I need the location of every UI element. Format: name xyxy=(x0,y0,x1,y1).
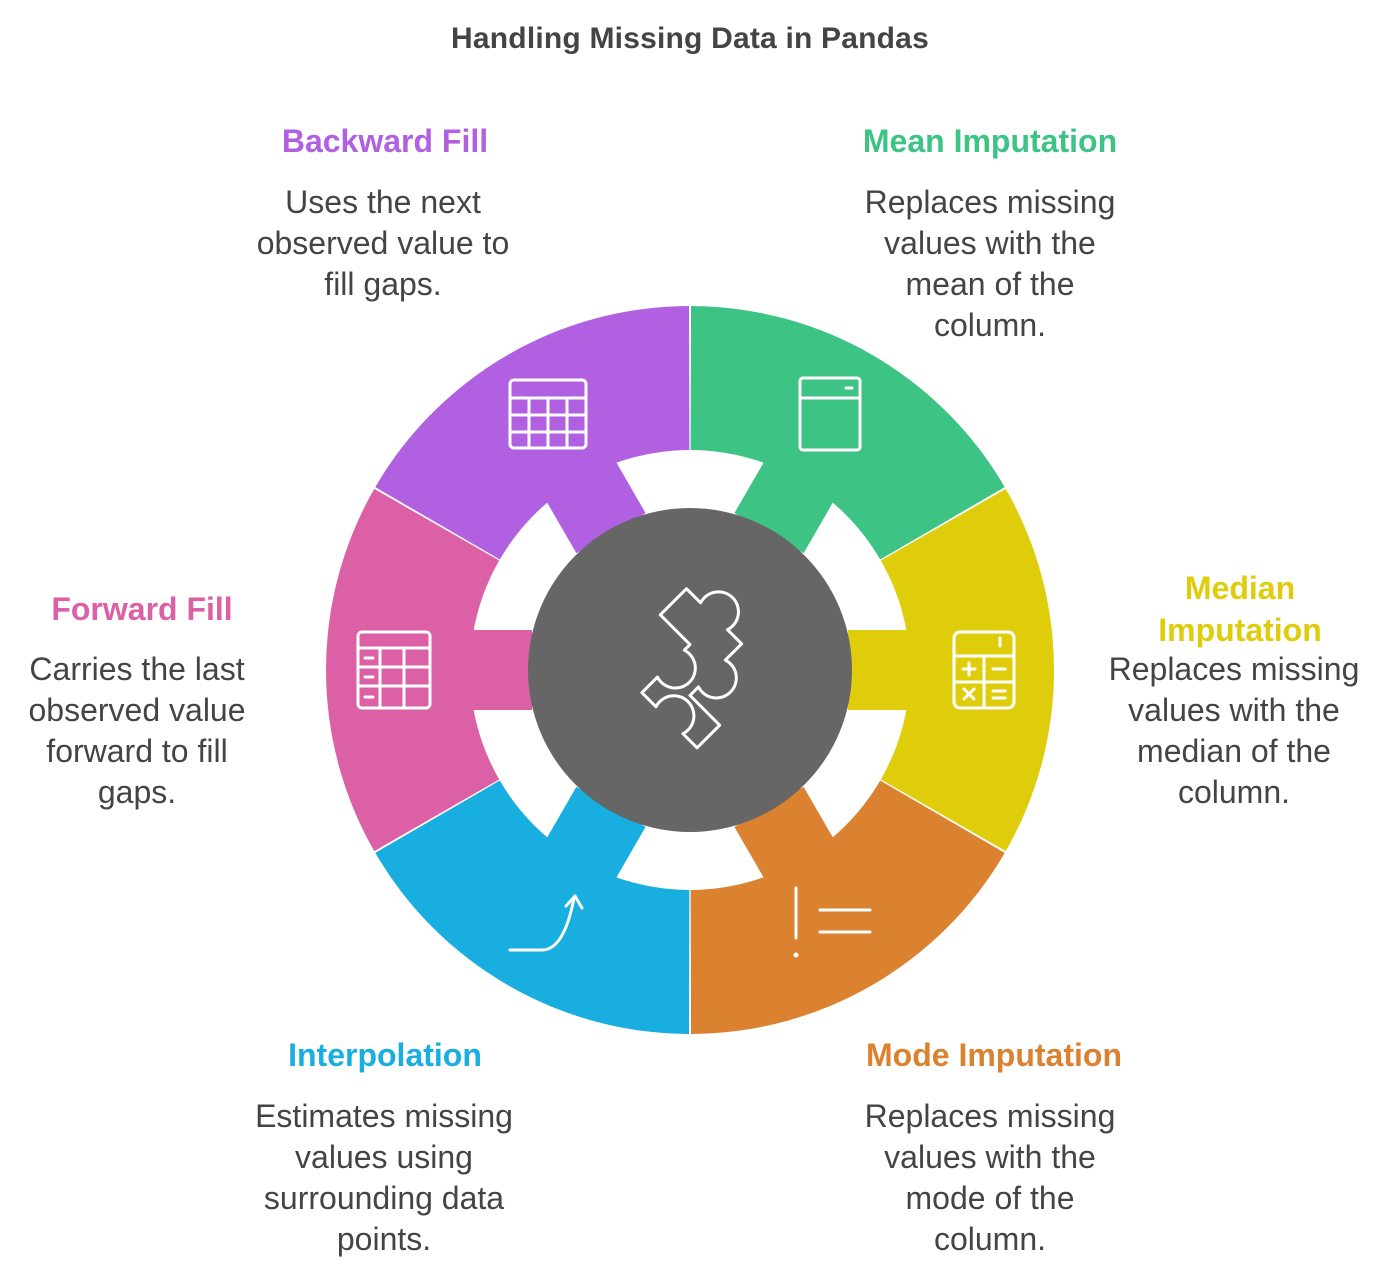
exclamation-list-icon xyxy=(793,886,872,958)
window-icon xyxy=(798,376,862,452)
table-minus-icon xyxy=(356,630,432,710)
mean-imputation-description: Replaces missing values with the mean of… xyxy=(864,184,1116,343)
mode-imputation-label: Mode Imputation xyxy=(866,1037,1122,1073)
connector-interpolation xyxy=(542,786,646,886)
connector-backward xyxy=(542,454,646,554)
forward-fill-label: Forward Fill xyxy=(51,591,233,627)
mode-imputation-description: Replaces missing values with the mode of… xyxy=(864,1098,1116,1257)
segment-mode xyxy=(690,780,1005,1034)
segment-forward xyxy=(326,488,500,852)
connector-forward xyxy=(464,630,532,710)
backward-fill-description: Uses the next observed value to fill gap… xyxy=(256,184,510,302)
backward-fill-label: Backward Fill xyxy=(281,123,489,159)
forward-fill-description: Carries the last observed value forward … xyxy=(28,651,246,810)
curve-arrow-icon xyxy=(508,894,584,952)
median-imputation-description: Replaces missing values with the median … xyxy=(1108,651,1360,810)
interpolation-description: Estimates missing values using surroundi… xyxy=(255,1098,513,1257)
mean-imputation-label: Mean Imputation xyxy=(862,123,1118,159)
connector-median xyxy=(848,630,916,710)
connector-mean xyxy=(734,454,838,554)
segment-mean xyxy=(690,306,1005,560)
connector-mode xyxy=(734,786,838,886)
table-grid-icon xyxy=(508,378,588,450)
segment-interpolation xyxy=(375,780,690,1034)
diagram-title: Handling Missing Data in Pandas xyxy=(451,22,929,55)
interpolation-label: Interpolation xyxy=(288,1037,482,1073)
center-hub xyxy=(528,508,852,832)
puzzle-piece-icon xyxy=(640,587,744,750)
median-imputation-label: Median Imputation xyxy=(1158,570,1322,648)
calculator-icon xyxy=(952,630,1016,710)
